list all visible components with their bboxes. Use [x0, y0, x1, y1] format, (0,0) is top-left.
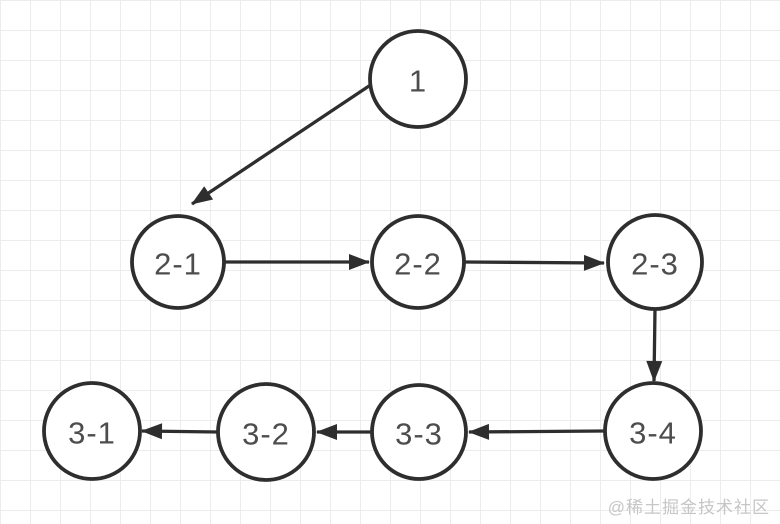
node-circle: [603, 381, 703, 481]
node-label: 2-2: [394, 247, 442, 282]
node-3-1: 3-1: [42, 381, 142, 481]
node-circle: [606, 213, 704, 311]
edge-2-2-to-2-3: [463, 254, 605, 271]
node-circle: [368, 29, 468, 129]
node-1: 1: [368, 29, 468, 129]
node-circle: [130, 214, 226, 310]
edge-3-2-to-3-1: [141, 423, 219, 440]
node-label: 2-3: [631, 247, 679, 282]
edge-3-4-to-3-3: [468, 423, 606, 440]
node-label: 2-1: [154, 247, 202, 282]
node-label: 3-1: [68, 416, 116, 451]
node-label: 3-4: [629, 416, 677, 451]
watermark: @稀土掘金技术社区: [607, 498, 770, 517]
node-3-3: 3-3: [370, 383, 468, 481]
node-circle: [370, 214, 466, 310]
node-2-3: 2-3: [606, 213, 704, 311]
node-3-2: 3-2: [216, 382, 316, 482]
node-2-2: 2-2: [370, 214, 466, 310]
edge-2-3-to-3-4: [646, 308, 663, 382]
node-label: 3-3: [395, 417, 443, 452]
nodes-layer: 1 2-1 2-2 2-3 3-1 3-2 3-3 3-4: [42, 29, 704, 482]
node-circle: [370, 383, 468, 481]
edge-1-to-2-1: [191, 82, 373, 206]
node-circle: [216, 382, 316, 482]
node-circle: [42, 381, 142, 481]
edges-layer: [141, 82, 663, 440]
node-2-1: 2-1: [130, 214, 226, 310]
node-label: 3-2: [242, 417, 290, 452]
node-3-4: 3-4: [603, 381, 703, 481]
node-label: 1: [409, 64, 427, 99]
